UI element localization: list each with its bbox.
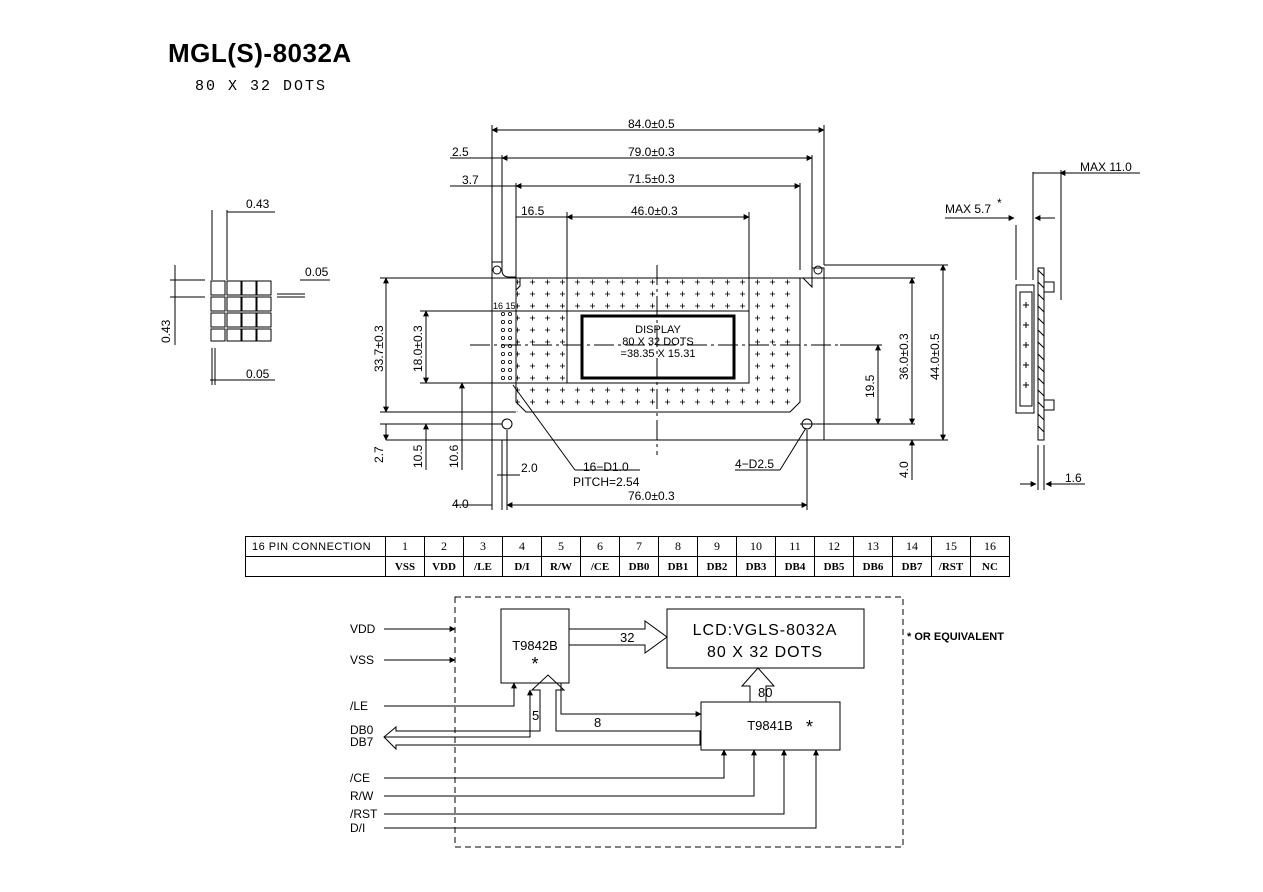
pin-signal: DB1	[658, 556, 698, 577]
pin-signal: R/W	[541, 556, 581, 577]
page-title: MGL(S)-8032A	[168, 38, 352, 68]
bus-80: 80	[758, 685, 772, 700]
dim-3-7: 3.7	[462, 173, 479, 187]
input-rw: R/W	[350, 789, 374, 803]
dot-detail	[170, 210, 330, 385]
front-view	[380, 125, 948, 510]
pin-signal: DB4	[775, 556, 815, 577]
pin-number: 2	[424, 536, 464, 557]
block-diagram	[383, 596, 904, 848]
pitch-label: PITCH=2.54	[573, 475, 640, 489]
dim-46: 46.0±0.3	[631, 204, 678, 218]
max-5-7-star: *	[997, 196, 1002, 210]
dot-gap-label-2: 0.05	[246, 367, 270, 381]
hole-4-label: 4−D2.5	[735, 457, 774, 471]
pin-signal: /LE	[463, 556, 503, 577]
pin-signal: DB2	[697, 556, 737, 577]
dim-84: 84.0±0.5	[628, 117, 675, 131]
dim-4-0-right: 4.0	[897, 461, 911, 478]
page-subtitle: 80 X 32 DOTS	[195, 78, 328, 95]
pin-table-header: 16 PIN CONNECTION	[245, 536, 386, 557]
input-vdd: VDD	[350, 622, 376, 636]
dim-33-7: 33.7±0.3	[372, 325, 386, 372]
input-rst: /RST	[350, 807, 378, 821]
pin-holes	[500, 311, 512, 380]
pin-number: 7	[619, 536, 659, 557]
pin-number: 15	[931, 536, 971, 557]
input-db7: DB7	[350, 735, 374, 749]
input-db0: DB0	[350, 723, 374, 737]
dim-44: 44.0±0.5	[928, 333, 942, 380]
dim-4-0-bottom: 4.0	[452, 497, 469, 511]
dim-10-5: 10.5	[411, 444, 425, 468]
hole-16-label: 16−D1.0	[583, 460, 629, 474]
chip-t9842b: T9842B	[512, 638, 558, 653]
lcd-label-1: LCD:VGLS-8032A	[693, 622, 838, 639]
display-line-2: 80 X 32 DOTS	[622, 336, 694, 348]
chip-t9842b-star: *	[531, 654, 538, 674]
pin-number: 11	[775, 536, 815, 557]
pin-number: 13	[853, 536, 893, 557]
pin-number: 12	[814, 536, 854, 557]
dot-width-label: 0.43	[246, 197, 270, 211]
dim-36: 36.0±0.3	[897, 333, 911, 380]
pin-signal: DB5	[814, 556, 854, 577]
max-11-label: MAX 11.0	[1080, 160, 1132, 174]
pin-signal: DB6	[853, 556, 893, 577]
pin-signal: DB3	[736, 556, 776, 577]
bus-8: 8	[594, 715, 601, 730]
max-5-7-label: MAX 5.7	[945, 202, 991, 216]
pin-numbers-label: 16 15	[493, 301, 516, 311]
pin-signal: VDD	[424, 556, 464, 577]
input-di: D/I	[350, 821, 365, 835]
pin-number: 5	[541, 536, 581, 557]
pin-number: 8	[658, 536, 698, 557]
pin-connection-table: 16 PIN CONNECTION 1 2 3 4 5 6 7 8 9 10 1…	[245, 536, 1010, 577]
pin-signal-row: VSS VDD /LE D/I R/W /CE DB0 DB1 DB2 DB3 …	[245, 556, 1010, 577]
dim-2-5: 2.5	[452, 145, 469, 159]
dot-gap-label: 0.05	[305, 265, 329, 279]
lcd-label-2: 80 X 32 DOTS	[707, 644, 823, 661]
pin-signal: DB7	[892, 556, 932, 577]
pin-number: 16	[970, 536, 1010, 557]
pin-signal: D/I	[502, 556, 542, 577]
chip-t9841b: T9841B	[747, 718, 793, 733]
pin-signal: NC	[970, 556, 1010, 577]
dim-16-5: 16.5	[521, 204, 545, 218]
pin-number: 3	[463, 536, 503, 557]
pin-signal: /CE	[580, 556, 620, 577]
dim-1-6: 1.6	[1065, 471, 1082, 485]
input-ce: /CE	[350, 771, 370, 785]
pin-number: 14	[892, 536, 932, 557]
pin-number: 4	[502, 536, 542, 557]
side-view	[945, 170, 1140, 490]
pin-signal: VSS	[385, 556, 425, 577]
input-vss: VSS	[350, 653, 374, 667]
dim-71-5: 71.5±0.3	[628, 172, 675, 186]
display-line-3: =38.35 X 15.31	[621, 348, 696, 360]
dim-18: 18.0±0.3	[411, 325, 425, 372]
pin-number: 9	[697, 536, 737, 557]
dim-10-6: 10.6	[447, 444, 461, 468]
pin-table-blank	[245, 556, 386, 577]
pin-number-row: 16 PIN CONNECTION 1 2 3 4 5 6 7 8 9 10 1…	[245, 536, 1010, 557]
pin-signal: DB0	[619, 556, 659, 577]
input-le: /LE	[350, 699, 368, 713]
bus-5: 5	[532, 708, 539, 723]
bus-32: 32	[620, 630, 634, 645]
dim-2-0: 2.0	[521, 461, 538, 475]
dim-19-5: 19.5	[863, 374, 877, 398]
dot-height-label: 0.43	[159, 319, 173, 343]
equivalent-note: * OR EQUIVALENT	[907, 631, 1004, 643]
pin-number: 10	[736, 536, 776, 557]
dim-2-7: 2.7	[372, 446, 386, 463]
pin-number: 1	[385, 536, 425, 557]
dim-76: 76.0±0.3	[628, 489, 675, 503]
chip-t9841b-star: *	[806, 717, 813, 737]
pin-number: 6	[580, 536, 620, 557]
dim-79: 79.0±0.3	[628, 145, 675, 159]
display-line-1: DISPLAY	[635, 324, 681, 336]
pin-signal: /RST	[931, 556, 971, 577]
